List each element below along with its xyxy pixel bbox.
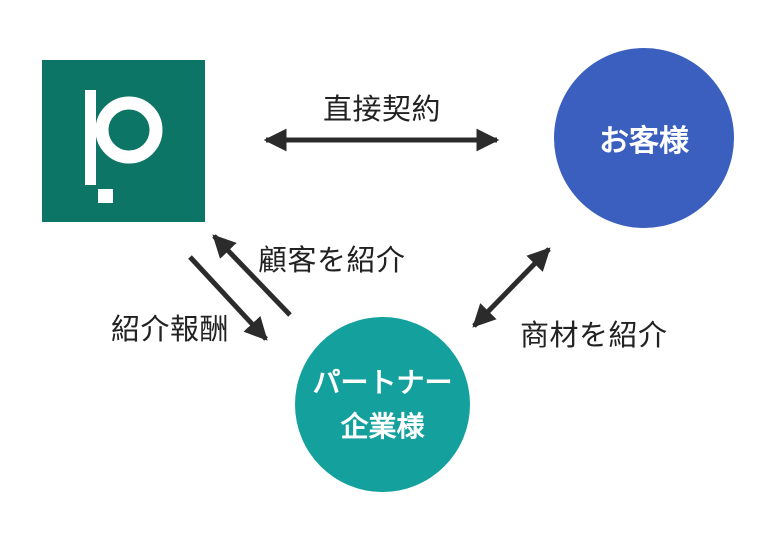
vendor-logo-node: [42, 60, 205, 222]
customer-node: お客様: [554, 48, 734, 228]
partner-label-line2: 企業様: [340, 410, 425, 442]
edge-label-refer-customers: 顧客を紹介: [258, 245, 406, 277]
edge-label-direct-contract: 直接契約: [323, 94, 442, 126]
p-logo-icon: [85, 90, 163, 203]
edge-label-refer-products: 商材を紹介: [520, 320, 668, 352]
edge-label-referral-reward: 紹介報酬: [111, 314, 230, 346]
partner-node: パートナー 企業様: [295, 317, 470, 492]
customer-label: お客様: [599, 125, 689, 158]
partner-label-line1: パートナー: [312, 367, 453, 399]
